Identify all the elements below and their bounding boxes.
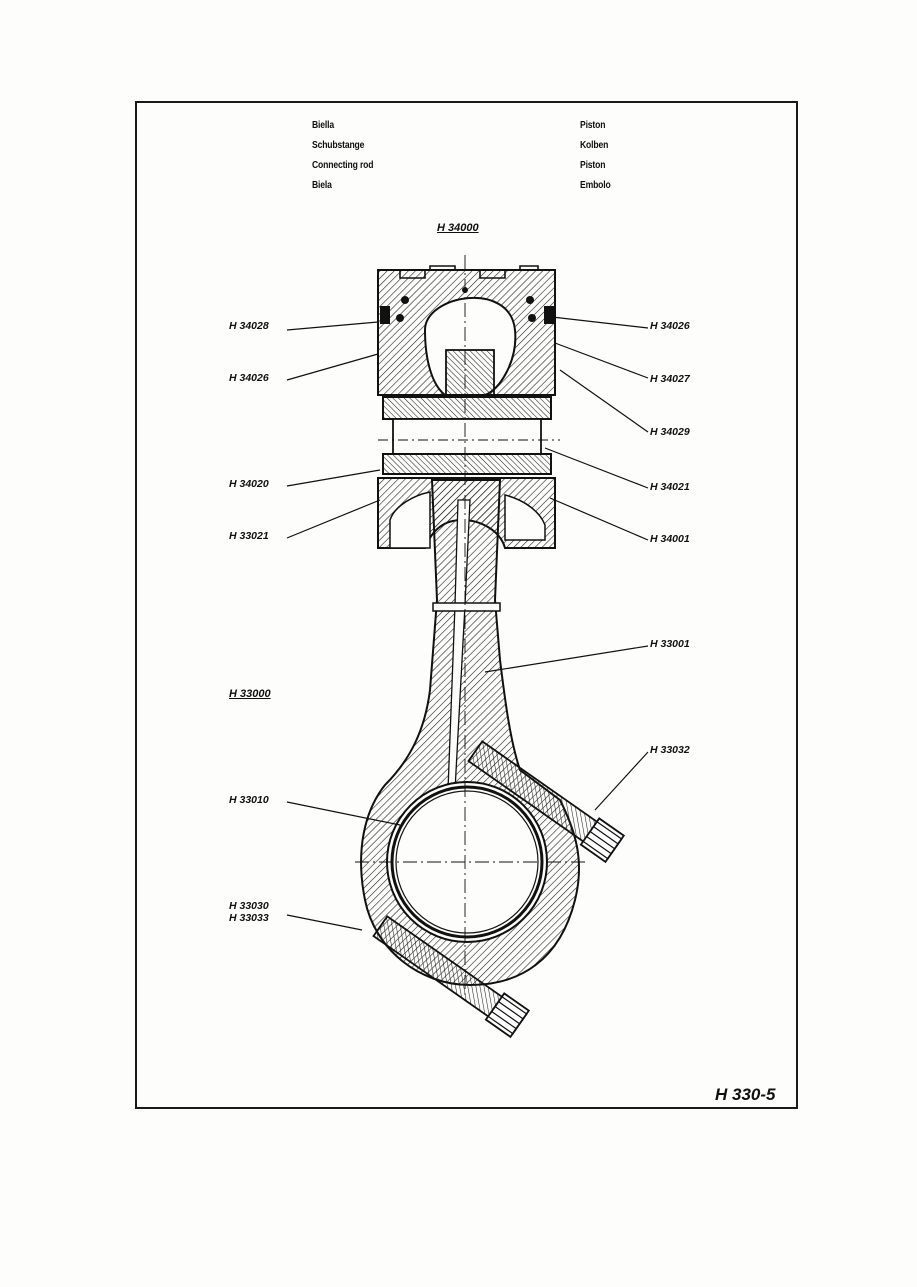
callout-left-3: H 34020 [229, 478, 269, 490]
callout-right-7: H 33032 [650, 744, 690, 756]
callout-left-1: H 34028 [229, 320, 269, 332]
callout-right-3: H 34029 [650, 426, 690, 438]
header-left-3: Connecting rod [312, 159, 374, 171]
callout-right-1: H 34026 [650, 320, 690, 332]
header-right-2: Kolben [580, 139, 609, 151]
page-reference: H 330-5 [715, 1085, 776, 1104]
header-left-4: Biela [312, 179, 332, 191]
rod-assembly-label: H 33000 [229, 688, 271, 700]
header-right-1: Piston [580, 119, 606, 131]
header-left-1: Biella [312, 119, 334, 131]
callout-right-6: H 33001 [650, 638, 690, 650]
header-left-labels: Biella Schubstange Connecting rod Biela [312, 115, 373, 195]
header-right-3: Piston [580, 159, 606, 171]
piston-assembly-label: H 34000 [437, 222, 479, 234]
callout-right-2: H 34027 [650, 373, 690, 385]
diagram-frame [135, 101, 798, 1109]
connecting-rod-section [355, 255, 626, 1039]
callout-left-6: H 33030 [229, 900, 269, 912]
callout-right-4: H 34021 [650, 481, 690, 493]
header-left-2: Schubstange [312, 139, 365, 151]
callout-right-5: H 34001 [650, 533, 690, 545]
callout-left-5: H 33010 [229, 794, 269, 806]
callout-left-4: H 33021 [229, 530, 269, 542]
leader-lines [286, 316, 649, 931]
piston-section [377, 265, 560, 549]
callout-left-2: H 34026 [229, 372, 269, 384]
header-right-4: Embolo [580, 179, 611, 191]
header-right-labels: Piston Kolben Piston Embolo [580, 115, 611, 195]
callout-left-7: H 33033 [229, 912, 269, 924]
